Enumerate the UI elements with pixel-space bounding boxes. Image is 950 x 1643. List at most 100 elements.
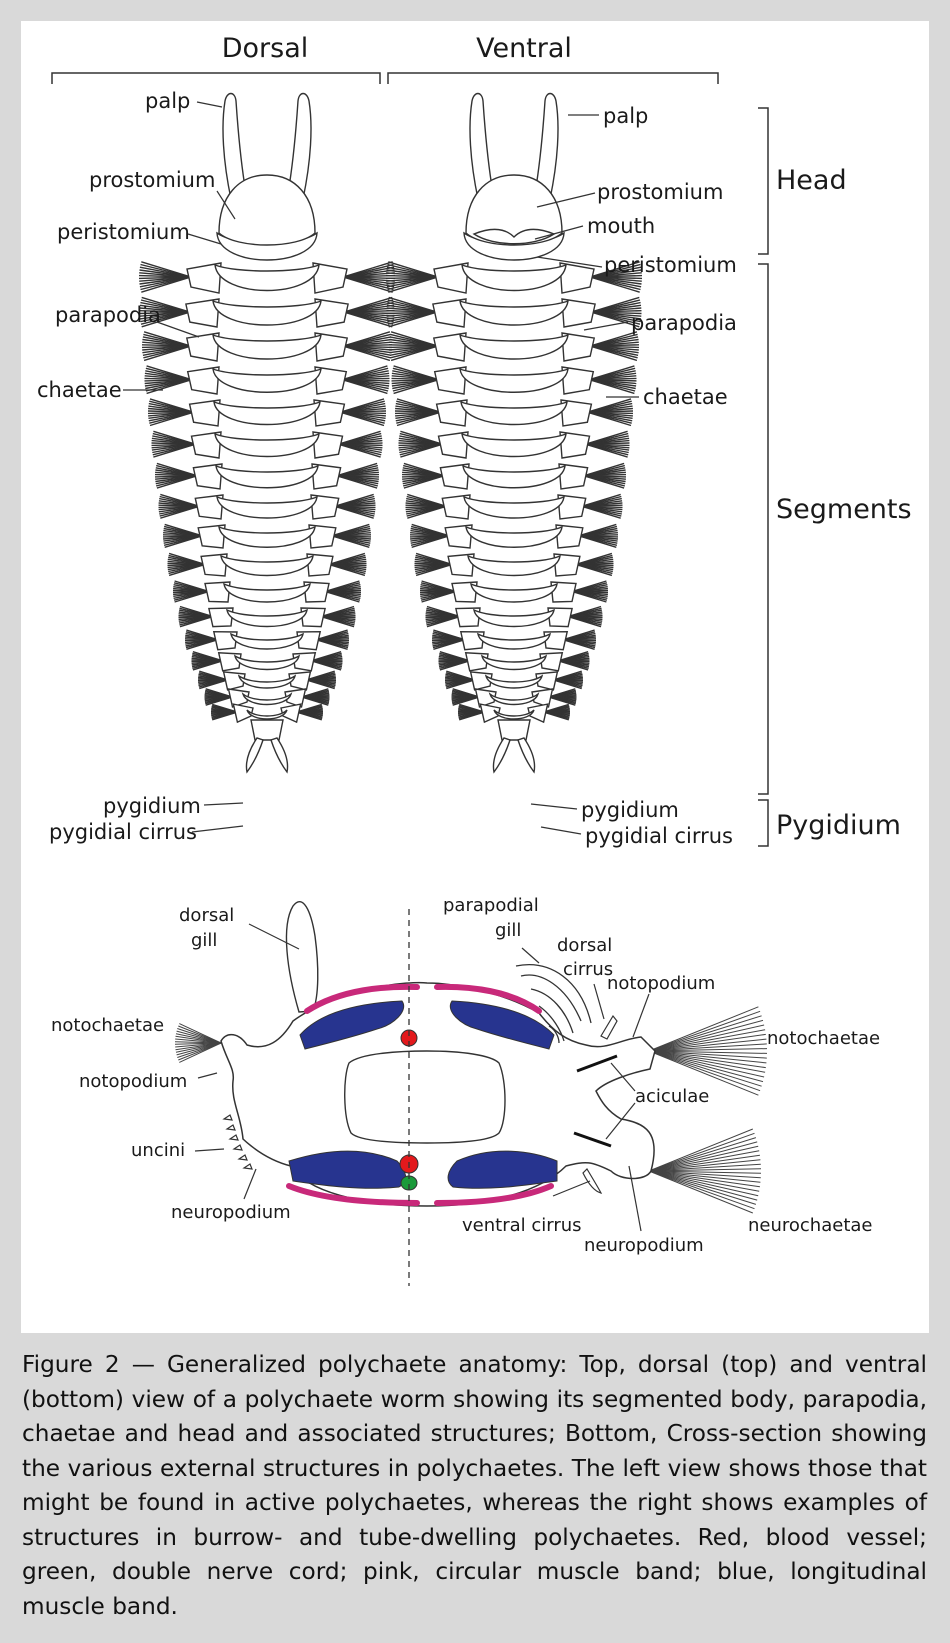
region-head: Head [776,165,847,196]
ventral-bracket [388,73,718,84]
region-brackets [758,108,768,846]
neurochaetae-fan [649,1129,761,1213]
label-parapodial-gill-2: gill [495,920,521,941]
body-segment [462,265,566,291]
body-segment [468,556,560,576]
body-segment [219,527,315,547]
label-dorsal-cirrus-2: cirrus [563,959,613,980]
dorsal-gill [286,902,317,1012]
body-segment [474,610,554,627]
label-parapodial-gill-1: parapodial [443,895,539,916]
body-segment [213,335,321,359]
chaeta [649,1051,763,1082]
label-pygidial-cirrus-dorsal: pygidial cirrus [49,820,197,844]
label-neuropodium-right: neuropodium [584,1235,704,1256]
pygidial-cirrus-left [246,738,263,772]
body-segment [494,710,534,719]
pygidial-cirrus-right [271,738,288,772]
chaeta [649,1171,753,1213]
notochaetae-right-fan [649,1007,767,1095]
body-segment [213,369,321,392]
gut [345,1051,505,1143]
region-pygidium: Pygidium [776,810,901,841]
body-segment [486,676,542,688]
cross-section: dorsal gill notochaetae notopodium uncin… [51,895,880,1286]
body-segment [216,466,318,488]
label-mouth-ventral: mouth [587,214,655,238]
ventral-cirrus [583,1169,601,1193]
head-bracket [758,108,768,254]
label-neurochaetae: neurochaetae [748,1215,872,1236]
dorsal-view-title: Dorsal [222,33,309,64]
label-chaetae-dorsal: chaetae [37,378,122,402]
label-dorsal-gill-1: dorsal [179,905,234,926]
figure-caption: Figure 2 — Generalized polychaete anatom… [22,1348,927,1624]
label-notopodium-left: notopodium [79,1071,187,1092]
view-headers [52,73,718,84]
body-segment [463,466,565,488]
label-notopodium-right: notopodium [607,973,715,994]
body-segment [221,556,313,576]
label-pygidium-dorsal: pygidium [103,794,201,818]
ventral-view-title: Ventral [476,33,572,64]
body-segment [215,265,319,291]
label-prostomium-ventral: prostomium [597,180,723,204]
parapodium-right [544,632,567,650]
body-segment [224,584,310,602]
label-palp-dorsal: palp [145,89,190,113]
chaeta [649,1007,758,1051]
label-prostomium-dorsal: prostomium [89,168,215,192]
label-aciculae: aciculae [635,1086,709,1107]
pygidium [498,720,530,740]
body-segment [247,710,287,719]
dorsal-cirrus [601,1016,617,1039]
label-dorsal-cirrus-1: dorsal [557,935,612,956]
body-segment [460,369,568,392]
chaeta [649,1020,763,1051]
body-segment [460,335,568,359]
dorsal-bracket [52,73,380,84]
label-notochaetae-right: notochaetae [767,1028,880,1049]
label-ventral-cirrus: ventral cirrus [462,1215,582,1236]
segments-bracket [758,264,768,794]
chaeta [649,1142,757,1171]
chaeta [649,1129,753,1171]
figure-panel: Dorsal Ventral palp prostomium peristomi… [21,21,929,1333]
label-neuropodium-left: neuropodium [171,1202,291,1223]
body-segment [239,676,295,688]
label-peristomium-ventral: peristomium [604,253,737,277]
body-segment [213,301,321,325]
body-segment [462,434,566,457]
pygidial-cirrus-right [518,738,535,772]
parapodium-left [461,632,484,650]
body-segment [466,527,562,547]
notochaetae-left-fan [175,1024,221,1063]
label-notochaetae-left: notochaetae [51,1015,164,1036]
body-segment [482,656,546,670]
anatomy-diagram: Dorsal Ventral palp prostomium peristomi… [21,21,929,1333]
body-segment [217,497,317,518]
label-chaetae-ventral: chaetae [643,385,728,409]
body-segment [214,402,320,425]
label-pygidial-cirrus-ventral: pygidial cirrus [585,824,733,848]
body-segment [460,301,568,325]
body-segment [464,497,564,518]
region-segments: Segments [776,494,912,525]
label-parapodia-ventral: parapodia [631,311,737,335]
label-dorsal-gill-2: gill [191,930,217,951]
body-segment [235,656,299,670]
body-segment [461,402,567,425]
body-segment [490,694,538,705]
body-segment [478,634,550,649]
body-segment [215,434,319,457]
pygidium-bracket [758,800,768,846]
label-peristomium-dorsal: peristomium [57,220,190,244]
parapodium-left [214,632,237,650]
label-parapodia-dorsal: parapodia [55,303,161,327]
body-segment [471,584,557,602]
worm-dorsal-view [139,94,395,773]
pygidial-cirrus-left [493,738,510,772]
parapodium-right [297,632,320,650]
label-uncini: uncini [131,1140,185,1161]
pygidium [251,720,283,740]
